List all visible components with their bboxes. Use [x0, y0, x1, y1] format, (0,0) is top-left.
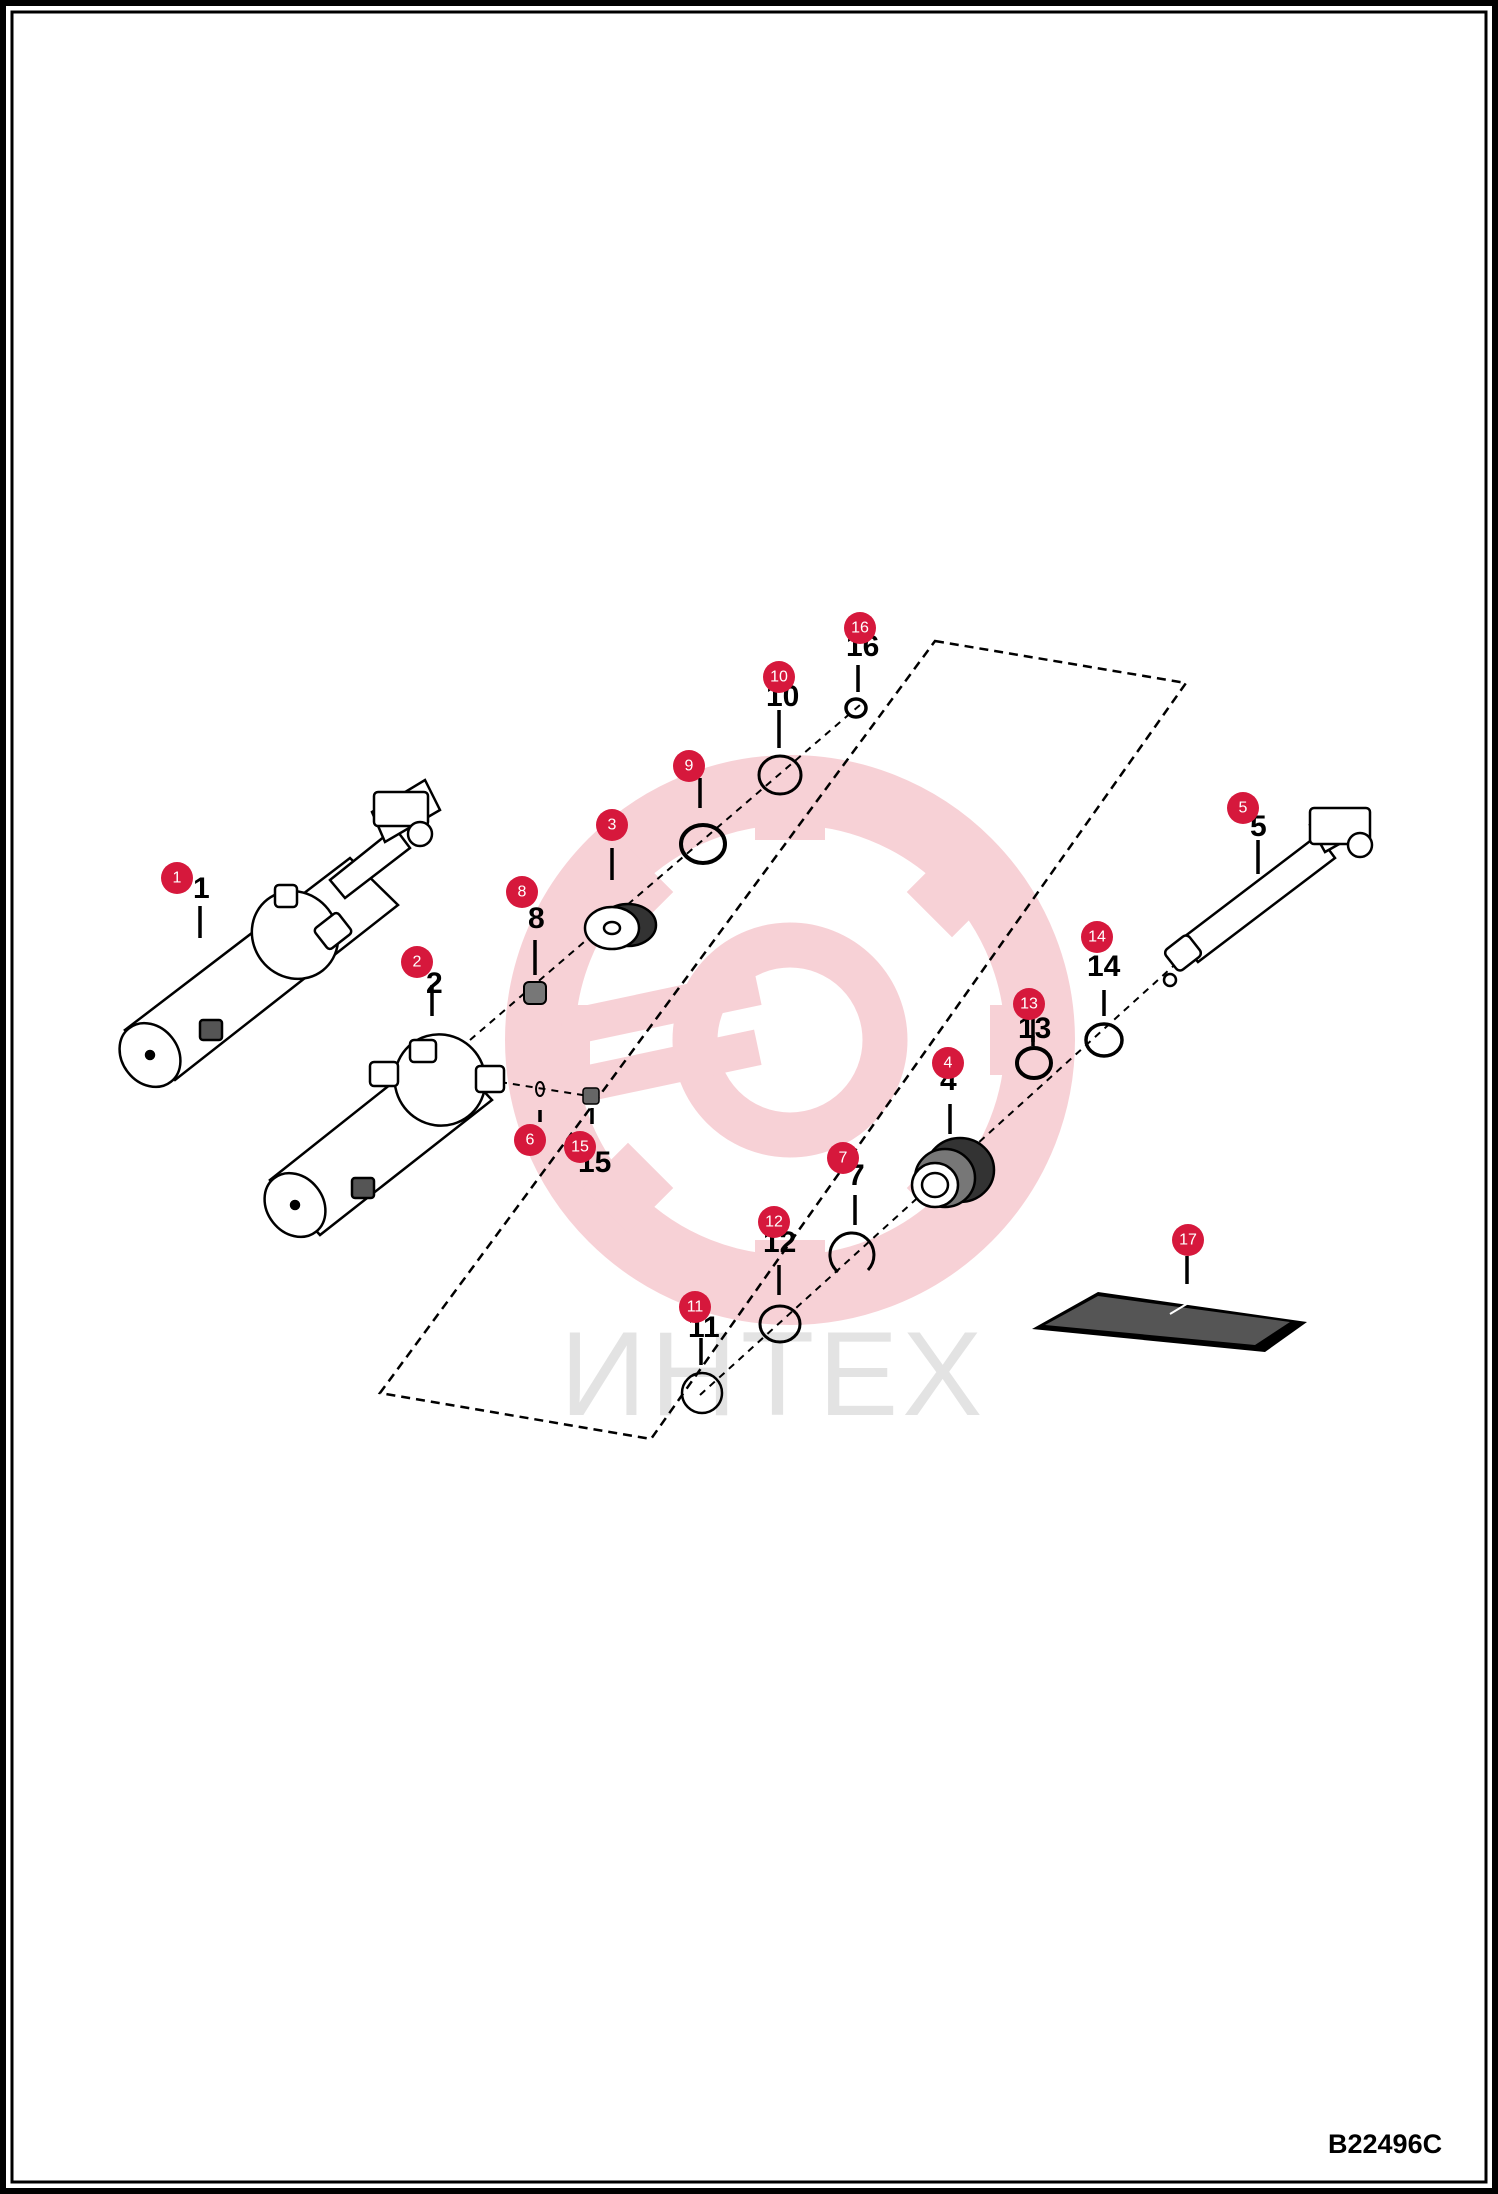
- svg-text:5: 5: [1239, 800, 1248, 817]
- ring-12: [758, 1304, 802, 1344]
- callout-badge-16[interactable]: 16: [844, 612, 876, 644]
- svg-text:12: 12: [765, 1214, 783, 1231]
- snap-ring-7: [828, 1231, 876, 1274]
- callout-badge-1[interactable]: 1: [161, 862, 193, 894]
- watermark-text: ИНТЕХ: [560, 1307, 986, 1441]
- ring-9: [679, 823, 727, 865]
- svg-text:14: 14: [1088, 929, 1106, 946]
- o-ring-6: [535, 1081, 545, 1097]
- callout-badge-8[interactable]: 8: [506, 876, 538, 908]
- part-number-1: 1: [193, 872, 210, 905]
- piston-rod-5: [1162, 806, 1374, 988]
- callout-badge-4[interactable]: 4: [932, 1047, 964, 1079]
- ring-14: [1084, 1022, 1124, 1058]
- callout-badge-10[interactable]: 10: [763, 661, 795, 693]
- svg-text:1: 1: [173, 870, 182, 887]
- svg-text:17: 17: [1179, 1232, 1197, 1249]
- part-numbers: 1 2 8 13 14 4 5 7 12 16 10 15 11: [193, 630, 1267, 1344]
- part-number-14: 14: [1087, 950, 1121, 983]
- callout-badge-12[interactable]: 12: [758, 1206, 790, 1238]
- svg-text:15: 15: [571, 1139, 589, 1156]
- callout-badge-14[interactable]: 14: [1081, 921, 1113, 953]
- callout-badge-9[interactable]: 9: [673, 750, 705, 782]
- reference-code: B22496C: [1328, 2129, 1442, 2159]
- plug-8: [523, 981, 547, 1005]
- svg-text:2: 2: [413, 954, 422, 971]
- callout-badge-5[interactable]: 5: [1227, 792, 1259, 824]
- callout-badge-2[interactable]: 2: [401, 946, 433, 978]
- ring-10: [757, 754, 803, 796]
- seal-kit-17: [1032, 1292, 1307, 1352]
- callout-badge-3[interactable]: 3: [596, 809, 628, 841]
- svg-text:7: 7: [839, 1150, 848, 1167]
- svg-text:16: 16: [851, 620, 869, 637]
- callout-badge-13[interactable]: 13: [1013, 988, 1045, 1020]
- cylinder-assembly-2: [263, 1033, 506, 1239]
- callout-badges: 1 2 3 4 5 6 7 8 9 10 11 12 13 14 15 16 1…: [161, 612, 1259, 1323]
- gland-3: [583, 902, 658, 951]
- assembly-axes: [469, 704, 1181, 1396]
- svg-text:8: 8: [518, 884, 527, 901]
- part-number-2: 2: [426, 967, 443, 1000]
- set-screw-15: [582, 1087, 600, 1105]
- svg-text:9: 9: [685, 758, 694, 775]
- svg-text:10: 10: [770, 669, 788, 686]
- svg-text:11: 11: [687, 1299, 704, 1316]
- callout-badge-6[interactable]: 6: [514, 1124, 546, 1156]
- callout-badge-11[interactable]: 11: [679, 1291, 711, 1323]
- svg-text:6: 6: [526, 1132, 535, 1149]
- callout-badge-17[interactable]: 17: [1172, 1224, 1204, 1256]
- inner-frame: [10, 10, 1488, 2184]
- svg-text:13: 13: [1020, 996, 1038, 1013]
- kit-outline: [377, 639, 1189, 1441]
- callout-badge-15[interactable]: 15: [564, 1131, 596, 1163]
- ring-11: [680, 1371, 724, 1415]
- part-number-8: 8: [528, 902, 545, 935]
- ring-16: [844, 697, 868, 719]
- callout-badge-7[interactable]: 7: [827, 1142, 859, 1174]
- svg-text:3: 3: [608, 817, 617, 834]
- watermark-gear-icon: [505, 755, 1075, 1325]
- piston-4: [910, 1136, 996, 1209]
- ring-13: [1015, 1046, 1053, 1080]
- svg-text:4: 4: [944, 1055, 953, 1072]
- cylinder-assembly-1: [118, 778, 442, 1089]
